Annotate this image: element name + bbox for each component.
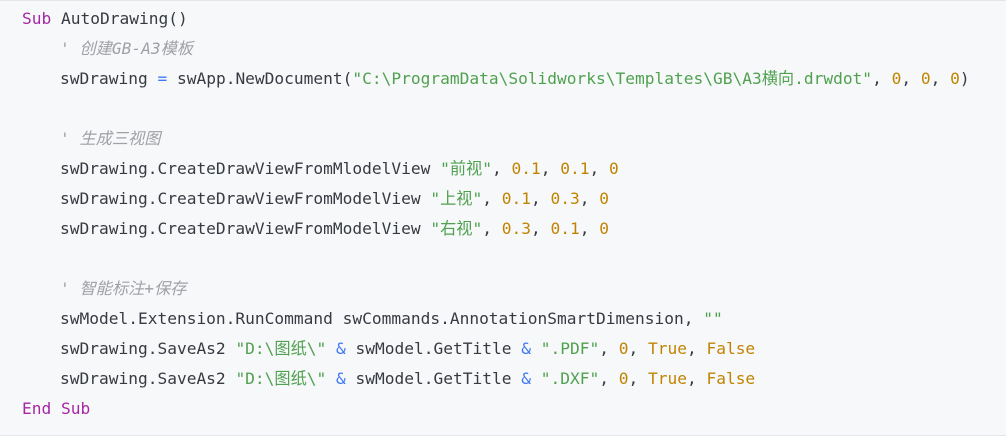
boolean-true: True xyxy=(647,339,687,358)
code-text: ) xyxy=(959,69,970,88)
number-literal: 0 xyxy=(920,69,931,88)
code-text: , xyxy=(589,159,609,178)
number-literal: 0.1 xyxy=(560,159,590,178)
number-literal: 0 xyxy=(608,159,619,178)
code-text: , xyxy=(482,189,502,208)
string-literal: "C:\ProgramData\Solidworks\Templates\GB\… xyxy=(352,69,873,88)
code-text: , xyxy=(579,189,600,208)
string-literal: ".DXF" xyxy=(540,369,600,388)
keyword-sub: Sub xyxy=(61,399,91,418)
code-text: swDrawing xyxy=(60,69,158,88)
operator-ampersand: & xyxy=(326,339,356,358)
code-text: , xyxy=(482,219,502,238)
code-text: swModel.GetTitle xyxy=(355,369,512,388)
code-line-save-pdf: swDrawing.SaveAs2 "D:\图纸\" & swModel.Get… xyxy=(0,334,1006,364)
comment-text: ' 创建GB-A3模板 xyxy=(60,39,193,58)
code-text: , xyxy=(530,189,551,208)
keyword-sub: Sub xyxy=(22,9,52,28)
number-literal: 0 xyxy=(891,69,902,88)
code-text: , xyxy=(628,339,648,358)
code-text: swModel.GetTitle xyxy=(355,339,512,358)
code-text: , xyxy=(599,369,619,388)
number-literal: 0.3 xyxy=(501,219,531,238)
code-line-top-view: swDrawing.CreateDrawViewFromModelView "上… xyxy=(0,184,1006,214)
string-literal: "上视" xyxy=(430,189,483,208)
boolean-false: False xyxy=(706,369,756,388)
boolean-false: False xyxy=(706,339,756,358)
string-literal: "右视" xyxy=(430,219,483,238)
code-text: swDrawing.CreateDrawViewFromModelView xyxy=(60,189,431,208)
code-text: , xyxy=(540,159,561,178)
string-literal: "D:\图纸\" xyxy=(235,339,327,358)
operator-equals: = xyxy=(157,69,168,88)
code-text: , xyxy=(491,159,512,178)
code-line-blank xyxy=(0,94,1006,124)
code-text: swDrawing.CreateDrawViewFromMlodelView xyxy=(60,159,441,178)
number-literal: 0.3 xyxy=(550,189,580,208)
operator-ampersand: & xyxy=(326,369,356,388)
code-line-front-view: swDrawing.CreateDrawViewFromMlodelView "… xyxy=(0,154,1006,184)
code-text: , xyxy=(599,339,619,358)
code-line-comment-views: ' 生成三视图 xyxy=(0,124,1006,154)
code-text: , xyxy=(872,69,892,88)
operator-ampersand: & xyxy=(511,369,541,388)
number-literal: 0.1 xyxy=(511,159,541,178)
code-text: , xyxy=(579,219,600,238)
code-text: , xyxy=(686,369,707,388)
code-text: swDrawing.CreateDrawViewFromModelView xyxy=(60,219,431,238)
string-literal: "前视" xyxy=(440,159,492,178)
string-literal: "" xyxy=(703,309,723,328)
comment-text: ' 智能标注+保存 xyxy=(60,279,187,298)
code-text: , xyxy=(901,69,921,88)
code-line-comment-dimension: ' 智能标注+保存 xyxy=(0,274,1006,304)
sub-name: AutoDrawing() xyxy=(51,9,188,28)
code-text: swModel.Extension.RunCommand swCommands.… xyxy=(60,309,704,328)
code-text: swApp.NewDocument( xyxy=(167,69,353,88)
code-text: , xyxy=(686,339,707,358)
code-text: , xyxy=(628,369,648,388)
code-text: swDrawing.SaveAs2 xyxy=(60,339,236,358)
number-literal: 0 xyxy=(599,189,609,208)
number-literal: 0.1 xyxy=(550,219,580,238)
string-literal: "D:\图纸\" xyxy=(235,369,327,388)
number-literal: 0 xyxy=(618,369,629,388)
boolean-true: True xyxy=(647,369,687,388)
string-literal: ".PDF" xyxy=(540,339,600,358)
number-literal: 0 xyxy=(599,219,609,238)
code-line-run-command: swModel.Extension.RunCommand swCommands.… xyxy=(0,304,1006,334)
code-text: swDrawing.SaveAs2 xyxy=(60,369,236,388)
code-line-new-document: swDrawing = swApp.NewDocument("C:\Progra… xyxy=(0,64,1006,94)
comment-text: ' 生成三视图 xyxy=(60,129,161,148)
code-line-end-sub: End Sub xyxy=(0,394,1006,424)
number-literal: 0.1 xyxy=(501,189,531,208)
code-line-blank xyxy=(0,244,1006,274)
number-literal: 0 xyxy=(950,69,960,88)
code-text: , xyxy=(930,69,951,88)
code-line-comment-template: ' 创建GB-A3模板 xyxy=(0,34,1006,64)
keyword-end: End xyxy=(22,399,52,418)
code-text: , xyxy=(530,219,551,238)
code-line-sub-declaration: Sub AutoDrawing() xyxy=(0,4,1006,34)
number-literal: 0 xyxy=(618,339,629,358)
operator-ampersand: & xyxy=(511,339,541,358)
code-text xyxy=(51,399,61,418)
code-line-right-view: swDrawing.CreateDrawViewFromModelView "右… xyxy=(0,214,1006,244)
code-line-save-dxf: swDrawing.SaveAs2 "D:\图纸\" & swModel.Get… xyxy=(0,364,1006,394)
